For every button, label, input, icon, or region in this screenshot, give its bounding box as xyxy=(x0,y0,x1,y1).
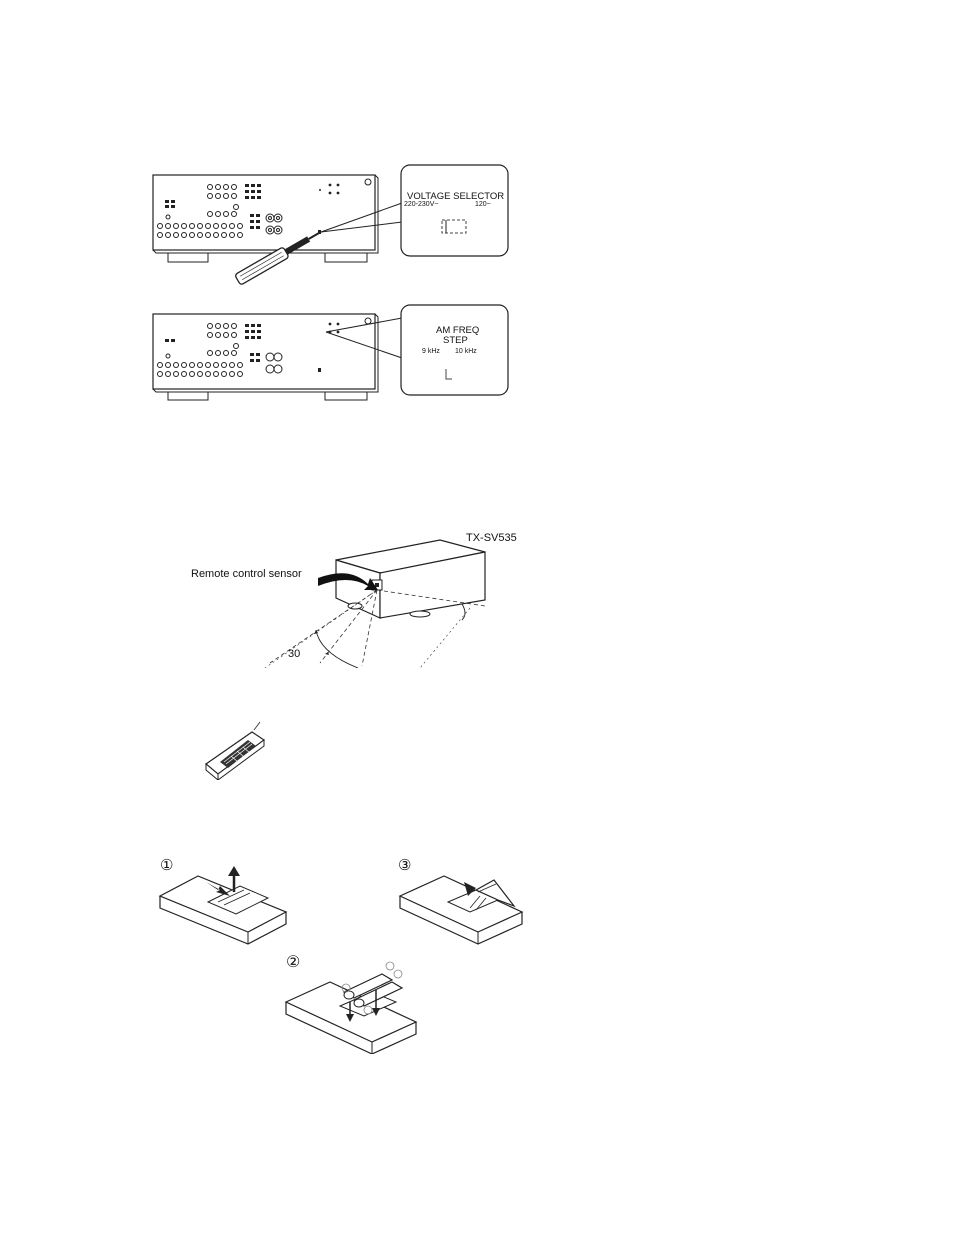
voltage-selector-figure: VOLTAGE SELECTOR 220-230V~ 120~ xyxy=(150,162,512,292)
remote-control-figure xyxy=(200,720,275,780)
step2-number: ② xyxy=(286,952,300,972)
step2-remote-illustration xyxy=(286,962,416,1054)
battery-steps-illustration xyxy=(158,862,528,1054)
angle-label: 30 xyxy=(288,648,300,660)
am-option-10khz: 10 kHz xyxy=(455,348,477,355)
am-freq-title-line2: STEP xyxy=(443,335,468,346)
step3-number: ③ xyxy=(398,856,411,874)
am-freq-step-figure: AM FREQ STEP 9 kHz 10 kHz xyxy=(150,302,512,402)
step1-remote-illustration xyxy=(160,866,286,944)
am-option-9khz: 9 kHz xyxy=(422,348,440,355)
remote-control-sensor-label: Remote control sensor xyxy=(191,568,302,580)
voltage-option-220-230v: 220-230V~ xyxy=(404,201,438,208)
remote-control-illustration xyxy=(200,720,275,780)
receiver-rear-panel-illustration xyxy=(150,162,512,292)
model-name-label: TX-SV535 xyxy=(466,532,517,544)
receiver-perspective-illustration xyxy=(190,528,510,668)
remote-sensor-figure: TX-SV535 Remote control sensor 30 xyxy=(190,528,510,668)
step1-number: ① xyxy=(160,856,173,874)
voltage-option-120v: 120~ xyxy=(475,201,491,208)
step3-remote-illustration xyxy=(400,876,522,944)
battery-installation-figure: ① ③ ② xyxy=(158,862,528,1054)
